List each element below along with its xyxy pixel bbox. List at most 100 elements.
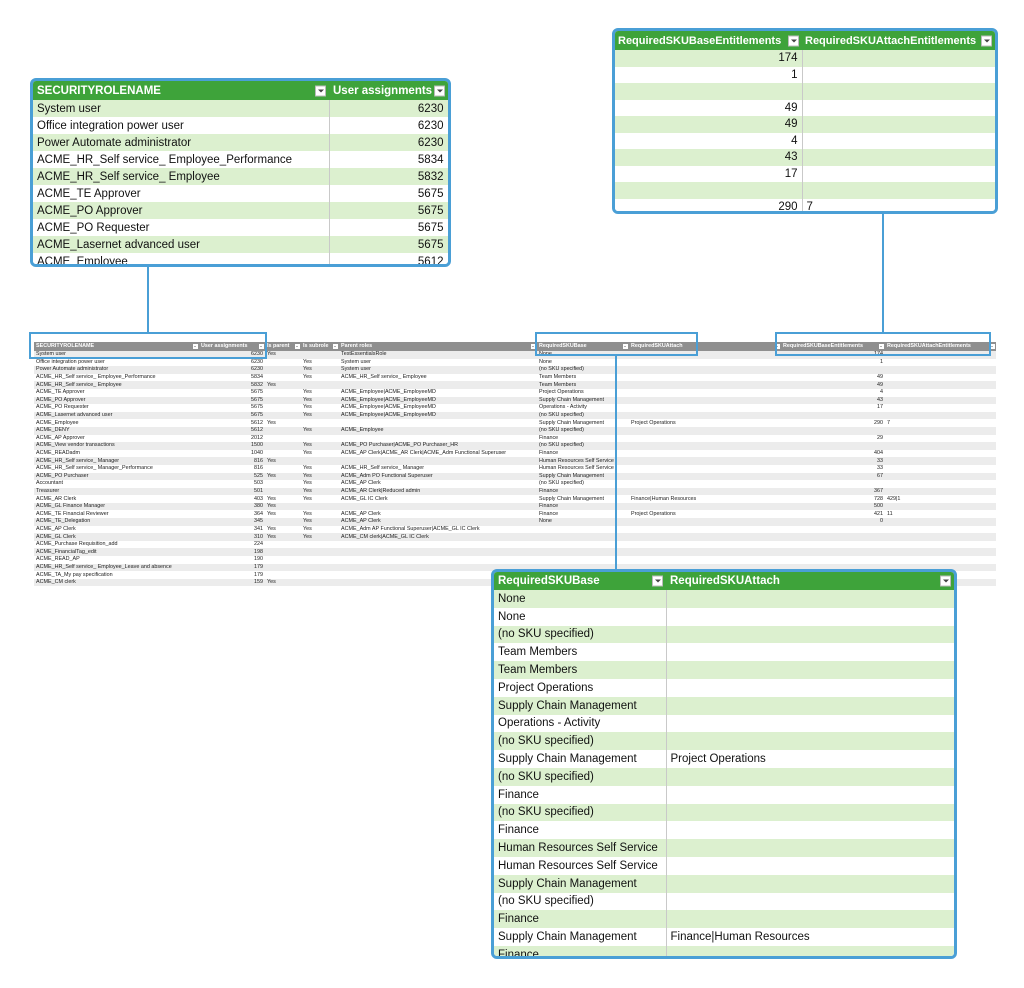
table-cell[interactable]: Supply Chain Management <box>537 472 629 481</box>
table-cell[interactable]: 290 <box>615 198 803 211</box>
ent-header-base[interactable]: RequiredSKUBaseEntitlements <box>615 31 802 50</box>
ent-header-attach[interactable]: RequiredSKUAttachEntitlements <box>802 31 995 50</box>
table-cell[interactable]: Yes <box>265 351 301 359</box>
table-cell[interactable]: Yes <box>301 411 339 420</box>
table-cell[interactable] <box>265 556 301 564</box>
table-cell[interactable]: ACME_TE Financial Reviewer <box>34 510 199 519</box>
filter-dropdown-icon[interactable] <box>788 35 799 46</box>
table-cell[interactable] <box>265 563 301 572</box>
table-cell[interactable]: 1500 <box>199 442 265 450</box>
table-cell[interactable]: 17 <box>615 165 803 182</box>
table-cell[interactable]: Yes <box>301 404 339 412</box>
table-cell[interactable] <box>629 404 781 412</box>
table-cell[interactable]: 174 <box>615 50 803 67</box>
table-cell[interactable] <box>781 556 885 564</box>
table-cell[interactable]: (no SKU specified) <box>494 803 667 822</box>
table-cell[interactable] <box>629 388 781 397</box>
table-cell[interactable]: Power Automate administrator <box>33 134 330 151</box>
table-cell[interactable]: Project Operations <box>629 419 781 427</box>
table-cell[interactable]: ACME_Adm PO Functional Superuser <box>339 472 537 481</box>
table-cell[interactable]: Operations - Activity <box>537 404 629 412</box>
filter-dropdown-icon[interactable] <box>295 344 300 349</box>
table-cell[interactable]: 190 <box>199 556 265 564</box>
table-cell[interactable]: Yes <box>265 381 301 389</box>
filter-dropdown-icon[interactable] <box>990 344 995 349</box>
table-cell[interactable]: Finance <box>537 449 629 458</box>
table-cell[interactable]: 49 <box>615 99 803 116</box>
column-header[interactable]: Is parent <box>265 342 301 351</box>
table-cell[interactable]: Supply Chain Management <box>494 874 667 893</box>
table-cell[interactable]: 403 <box>199 495 265 503</box>
table-cell[interactable]: 4 <box>781 388 885 397</box>
table-cell[interactable] <box>666 803 954 822</box>
table-cell[interactable]: ACME_HR_Self service_ Manager_Performanc… <box>34 464 199 473</box>
table-cell[interactable]: 345 <box>199 518 265 526</box>
table-cell[interactable]: (no SKU specified) <box>537 480 629 488</box>
table-cell[interactable]: 503 <box>199 480 265 488</box>
table-cell[interactable]: ACME_PO Requester <box>34 404 199 412</box>
table-cell[interactable]: 17 <box>781 404 885 412</box>
table-cell[interactable] <box>537 533 629 541</box>
table-cell[interactable] <box>629 373 781 382</box>
table-cell[interactable] <box>265 411 301 420</box>
table-cell[interactable]: Yes <box>301 495 339 503</box>
table-cell[interactable]: Supply Chain Management <box>537 495 629 503</box>
table-cell[interactable]: ACME_TE Approver <box>34 388 199 397</box>
column-header[interactable]: Parent roles <box>339 342 537 351</box>
table-cell[interactable]: None <box>537 358 629 367</box>
table-cell[interactable]: Supply Chain Management <box>494 928 667 946</box>
table-cell[interactable] <box>629 487 781 496</box>
filter-dropdown-icon[interactable] <box>193 344 198 349</box>
table-cell[interactable]: Yes <box>265 502 301 511</box>
table-cell[interactable]: (no SKU specified) <box>494 892 667 911</box>
filter-dropdown-icon[interactable] <box>259 344 264 349</box>
table-cell[interactable]: Office integration power user <box>33 117 330 134</box>
table-cell[interactable]: 4 <box>615 132 803 149</box>
table-cell[interactable] <box>629 518 781 526</box>
table-cell[interactable]: ACME_AP Clerk <box>339 480 537 488</box>
table-cell[interactable] <box>615 83 803 100</box>
table-cell[interactable] <box>802 132 995 149</box>
table-cell[interactable] <box>781 540 885 549</box>
table-cell[interactable]: ACME_TE Approver <box>33 185 330 202</box>
table-cell[interactable]: 525 <box>199 472 265 481</box>
table-cell[interactable]: Finance|Human Resources <box>666 928 954 946</box>
table-cell[interactable] <box>885 457 996 465</box>
table-cell[interactable] <box>339 563 537 572</box>
table-cell[interactable] <box>265 487 301 496</box>
sku-header-base[interactable]: RequiredSKUBase <box>494 572 666 590</box>
table-cell[interactable]: Power Automate administrator <box>34 366 199 374</box>
table-cell[interactable]: 500 <box>781 502 885 511</box>
table-cell[interactable] <box>339 540 537 549</box>
table-cell[interactable]: ACME_AP Clerk|ACME_AR Clerk|ACME_Adm Fun… <box>339 449 537 458</box>
table-cell[interactable]: Team Members <box>494 661 667 679</box>
table-cell[interactable]: 5675 <box>329 185 448 202</box>
table-cell[interactable]: 198 <box>199 548 265 557</box>
table-cell[interactable]: 67 <box>781 472 885 481</box>
table-cell[interactable]: System user <box>33 100 330 117</box>
table-cell[interactable] <box>885 351 996 359</box>
table-cell[interactable]: Human Resources Self Service <box>494 839 667 857</box>
filter-dropdown-icon[interactable] <box>623 344 628 349</box>
table-cell[interactable]: Yes <box>265 495 301 503</box>
table-cell[interactable] <box>301 556 339 564</box>
table-cell[interactable] <box>885 518 996 526</box>
table-cell[interactable] <box>301 563 339 572</box>
table-cell[interactable]: 5675 <box>199 396 265 405</box>
table-cell[interactable] <box>885 464 996 473</box>
table-cell[interactable] <box>781 548 885 557</box>
table-cell[interactable] <box>629 548 781 557</box>
table-cell[interactable]: ACME_PO Approver <box>33 202 330 219</box>
table-cell[interactable]: 5675 <box>199 404 265 412</box>
table-cell[interactable]: Finance|Human Resources <box>629 495 781 503</box>
table-cell[interactable]: 49 <box>615 116 803 133</box>
table-cell[interactable]: 5834 <box>199 373 265 382</box>
filter-dropdown-icon[interactable] <box>879 344 884 349</box>
table-cell[interactable]: ACME_AR Clerk|Reduced admin <box>339 487 537 496</box>
table-cell[interactable] <box>629 480 781 488</box>
table-cell[interactable] <box>666 696 954 715</box>
table-cell[interactable] <box>885 358 996 367</box>
table-cell[interactable] <box>265 571 301 579</box>
table-cell[interactable]: Yes <box>301 464 339 473</box>
table-cell[interactable]: ACME_FinancialTag_edit <box>34 548 199 557</box>
